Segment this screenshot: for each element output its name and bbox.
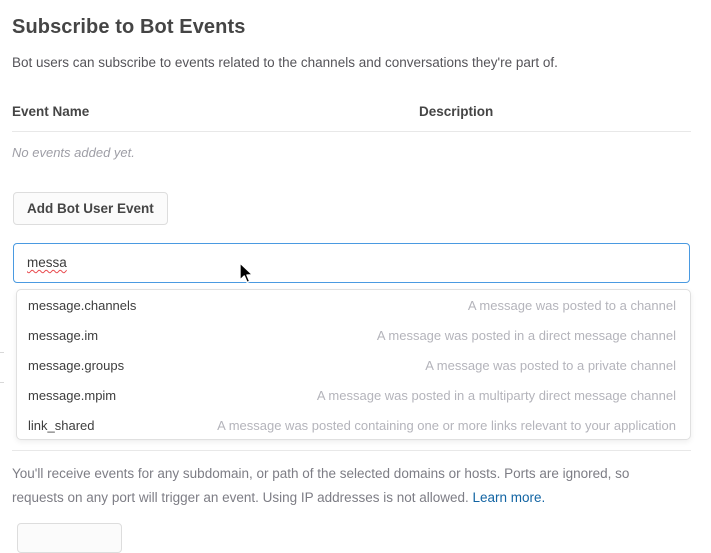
column-header-event-name: Event Name: [12, 104, 90, 119]
dropdown-option-description: A message was posted to a channel: [467, 297, 676, 313]
dropdown-option-description: A message was posted containing one or m…: [217, 417, 676, 433]
event-suggestions-dropdown[interactable]: message.channels A message was posted to …: [16, 289, 691, 440]
dropdown-option-name: link_shared: [28, 417, 95, 433]
footer-description: You'll receive events for any subdomain,…: [12, 462, 680, 510]
dropdown-option-description: A message was posted to a private channe…: [425, 357, 676, 373]
dropdown-option[interactable]: message.mpim A message was posted in a mu…: [17, 380, 690, 410]
underlay-fragment: [0, 352, 4, 353]
event-search-value: messa: [27, 255, 67, 270]
dropdown-option[interactable]: message.im A message was posted in a dire…: [17, 320, 690, 350]
dropdown-option[interactable]: message.groups A message was posted to a …: [17, 350, 690, 380]
learn-more-link[interactable]: Learn more.: [472, 490, 546, 505]
table-header-divider: [12, 131, 691, 132]
dropdown-option-name: message.mpim: [28, 387, 117, 403]
underlay-fragment: [0, 382, 4, 383]
dropdown-option-description: A message was posted in a multiparty dir…: [316, 387, 676, 403]
dropdown-option[interactable]: message.channels A message was posted to …: [17, 290, 690, 320]
footer-description-text: You'll receive events for any subdomain,…: [12, 466, 630, 505]
dropdown-option-description: A message was posted in a direct message…: [376, 327, 676, 343]
column-header-description: Description: [419, 104, 494, 119]
page-subtitle: Bot users can subscribe to events relate…: [12, 55, 558, 70]
dropdown-option-name: message.im: [28, 327, 99, 343]
dropdown-option-name: message.channels: [28, 297, 137, 313]
event-search-input[interactable]: messa: [13, 243, 690, 283]
dropdown-option[interactable]: link_shared A message was posted containi…: [17, 410, 690, 439]
events-empty-message: No events added yet.: [12, 145, 135, 160]
events-table-header: Event Name Description: [12, 104, 690, 126]
add-bot-user-event-button[interactable]: Add Bot User Event: [13, 192, 168, 225]
footer-button-partial[interactable]: [17, 523, 122, 553]
page-title: Subscribe to Bot Events: [12, 16, 246, 38]
footer-divider: [12, 450, 691, 451]
bot-events-page: Subscribe to Bot Events Bot users can su…: [0, 16, 691, 553]
dropdown-option-name: message.groups: [28, 357, 125, 373]
